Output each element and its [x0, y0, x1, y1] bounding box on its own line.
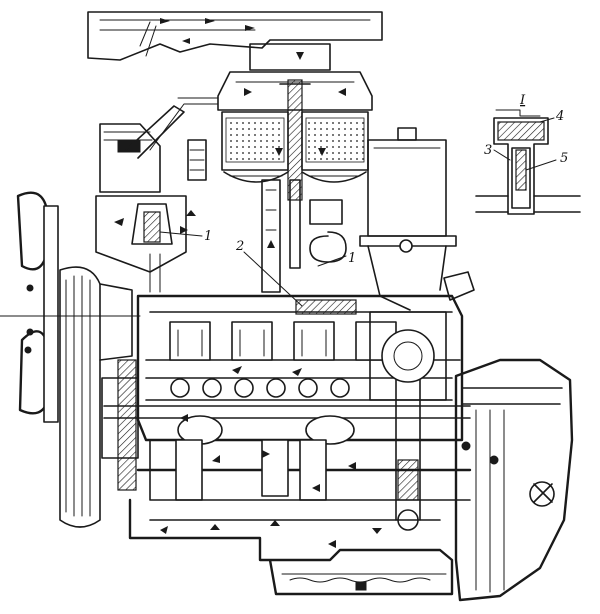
callout-1-right: 1 — [348, 251, 356, 266]
accessory-housing — [99, 105, 207, 193]
oil-pump-housing-left — [95, 195, 196, 293]
connecting-rod — [381, 329, 435, 531]
cam-lobes — [170, 378, 350, 398]
oil-sump — [128, 498, 454, 596]
callout-2: 2 — [235, 239, 244, 254]
callout-leaders — [159, 231, 347, 307]
flywheel-housing — [454, 358, 574, 602]
detail-inset-I — [475, 109, 581, 215]
callout-1-left: 1 — [204, 229, 212, 244]
engine-block — [103, 294, 472, 531]
top-oil-rail — [87, 11, 383, 61]
centrifugal-filter — [149, 43, 373, 201]
oil-pipe-vertical — [261, 179, 347, 293]
oil-reservoir-right — [359, 127, 475, 311]
crankshaft — [136, 415, 472, 501]
cylinder-bank — [169, 299, 397, 361]
inset-callout-3: 3 — [484, 143, 492, 158]
detail-ref-label: I — [519, 93, 526, 108]
inset-callout-4: 4 — [555, 109, 564, 124]
inset-callout-5: 5 — [560, 151, 568, 166]
